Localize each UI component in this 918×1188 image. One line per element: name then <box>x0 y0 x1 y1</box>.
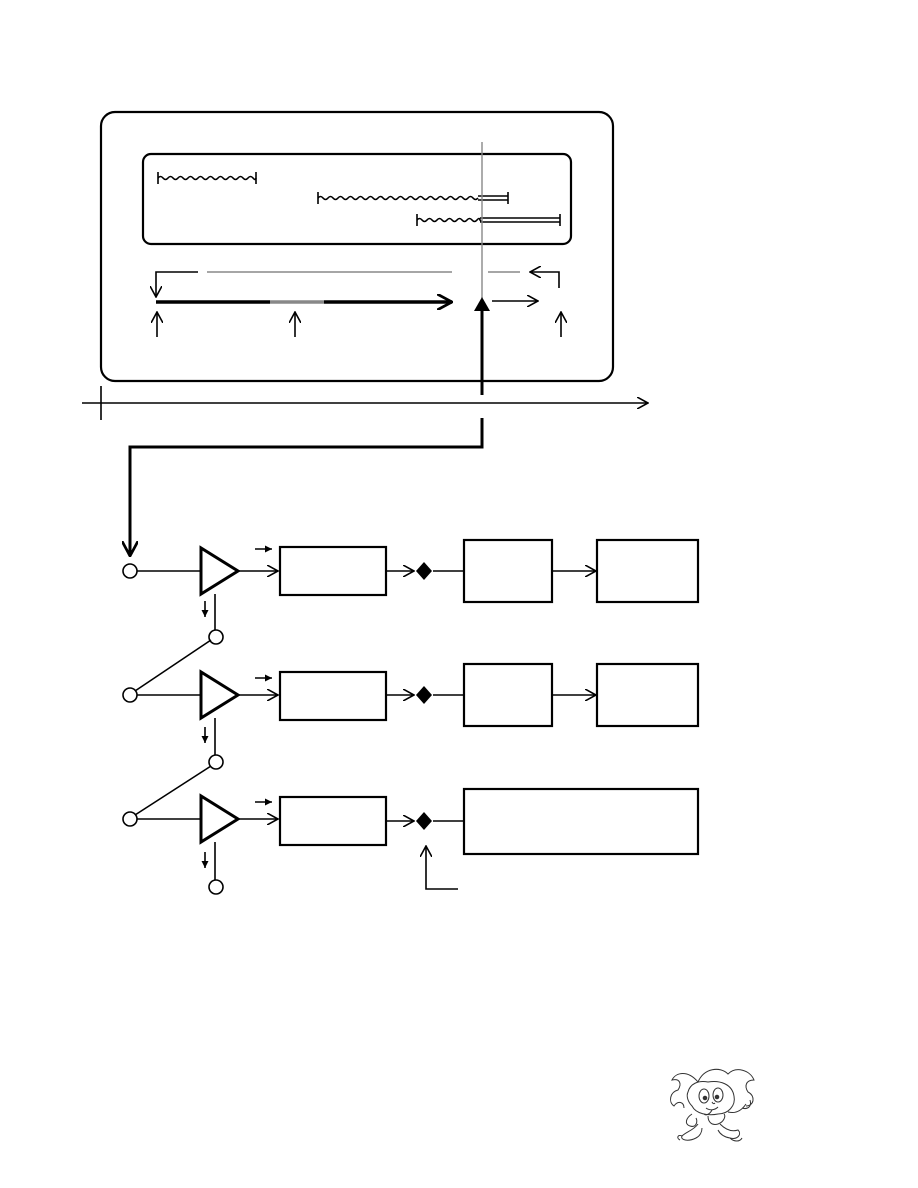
stage-3-wide-block <box>462 787 700 856</box>
wavy-bar-2 <box>317 192 509 204</box>
stage-1 <box>122 538 700 645</box>
stage-3-feedback-arrow <box>426 846 458 890</box>
stage-2 <box>122 639 700 770</box>
feed-path <box>130 418 484 556</box>
stage-1-block-b <box>462 538 554 604</box>
stage-1-junction <box>416 562 432 580</box>
hedgehog-sketch-icon <box>670 1068 755 1142</box>
stage-1-block-a <box>278 545 388 597</box>
playhead-marker <box>474 297 490 311</box>
stage-2-junction <box>416 686 432 704</box>
stage-3 <box>122 765 700 895</box>
stage-2-input-node <box>122 687 138 703</box>
stage-3-junction <box>416 812 432 830</box>
stage-1-amplifier <box>199 545 241 597</box>
stage-3-output-node <box>208 879 224 895</box>
stage-3-block-a <box>278 795 388 847</box>
stage-3-switch-arm <box>134 765 212 816</box>
stage-2-amplifier <box>199 669 241 721</box>
wavy-bar-3 <box>416 214 561 226</box>
stage-2-block-b <box>462 662 554 728</box>
stage-1-block-c <box>595 538 700 604</box>
wavy-bar-1 <box>157 172 257 184</box>
stage-2-block-c <box>595 662 700 728</box>
stage-1-output-node <box>208 629 224 645</box>
panel-outer-frame <box>99 110 615 383</box>
stage-2-output-node <box>208 754 224 770</box>
stage-3-input-node <box>122 811 138 827</box>
stage-2-switch-arm <box>134 639 212 692</box>
loop-left-arrow <box>156 271 198 297</box>
stage-3-amplifier <box>199 793 241 845</box>
loop-right-arrow <box>530 272 560 288</box>
timeline-panel <box>99 110 615 383</box>
stage-2-block-a <box>278 670 388 722</box>
stage-1-input-node <box>122 563 138 579</box>
